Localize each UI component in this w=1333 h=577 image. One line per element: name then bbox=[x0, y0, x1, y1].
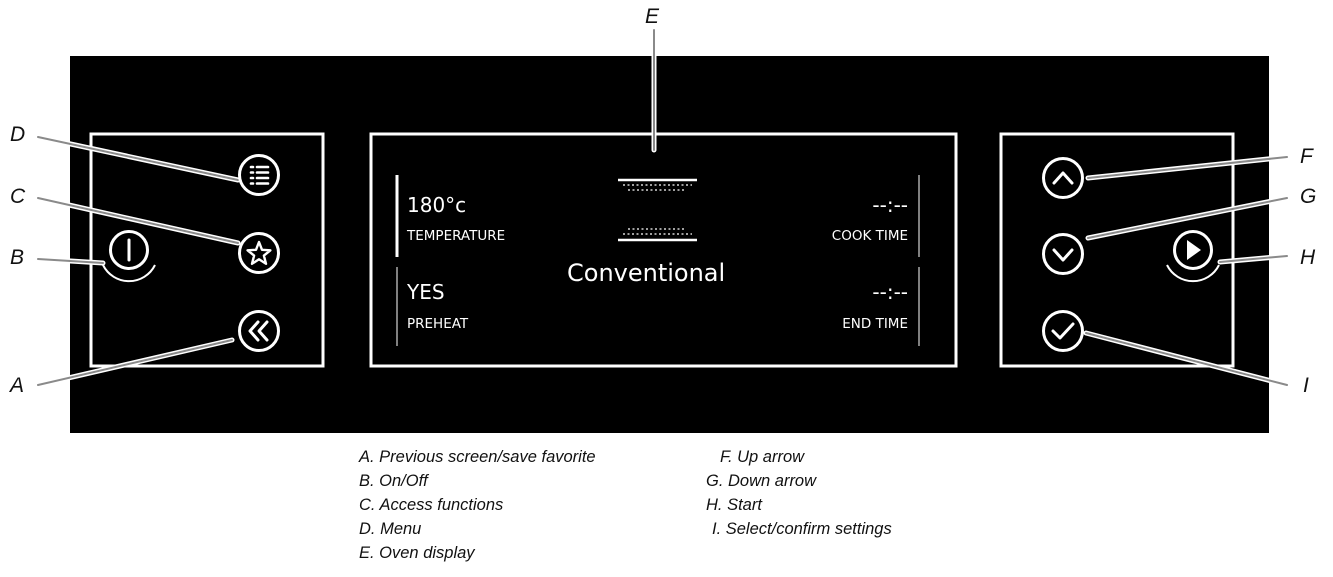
legend-item-i: I. Select/confirm settings bbox=[712, 520, 892, 538]
cooking-mode: Conventional bbox=[567, 259, 725, 287]
chevron-down-icon bbox=[1052, 248, 1074, 262]
callout-c: C bbox=[10, 185, 26, 208]
callout-a: A bbox=[8, 374, 24, 397]
play-icon bbox=[1187, 240, 1201, 260]
callout-b: B bbox=[10, 246, 24, 269]
callout-d: D bbox=[10, 123, 25, 146]
end-time-value: --:-- bbox=[872, 280, 908, 304]
legend-item-a: A. Previous screen/save favorite bbox=[358, 448, 596, 466]
checkmark-icon bbox=[1051, 322, 1075, 340]
start-arc bbox=[1166, 264, 1220, 283]
power-arc bbox=[102, 264, 156, 283]
legend-item-c: C. Access functions bbox=[359, 496, 503, 514]
legend-item-e: E. Oven display bbox=[359, 544, 476, 562]
star-icon bbox=[246, 240, 272, 265]
callout-e: E bbox=[645, 5, 660, 28]
power-button[interactable] bbox=[102, 230, 156, 283]
up-arrow-button[interactable] bbox=[1042, 157, 1084, 199]
menu-icon bbox=[249, 165, 270, 185]
leader-lines bbox=[35, 27, 1290, 388]
right-button-section bbox=[999, 132, 1235, 368]
double-chevron-left-icon bbox=[248, 320, 269, 342]
legend-item-g: G. Down arrow bbox=[706, 472, 817, 490]
confirm-button[interactable] bbox=[1042, 310, 1084, 352]
callout-h: H bbox=[1300, 246, 1316, 269]
callout-g: G bbox=[1300, 185, 1316, 208]
cook-time-label: COOK TIME bbox=[832, 228, 908, 244]
upper-element-icon bbox=[618, 178, 697, 191]
end-time-label: END TIME bbox=[842, 316, 908, 332]
cook-time-value: --:-- bbox=[872, 193, 908, 217]
lower-element-icon bbox=[618, 228, 697, 242]
callout-i: I bbox=[1303, 374, 1309, 397]
legend-item-b: B. On/Off bbox=[359, 472, 430, 490]
preheat-label: PREHEAT bbox=[407, 316, 469, 332]
favorite-button[interactable] bbox=[238, 232, 280, 274]
down-arrow-button[interactable] bbox=[1042, 233, 1084, 275]
legend: A. Previous screen/save favorite B. On/O… bbox=[358, 448, 892, 562]
legend-item-h: H. Start bbox=[706, 496, 763, 514]
callout-f: F bbox=[1300, 145, 1314, 168]
chevron-up-icon bbox=[1052, 171, 1074, 185]
display-content: 180°c TEMPERATURE YES PREHEAT Convention… bbox=[395, 175, 920, 346]
preheat-value: YES bbox=[406, 280, 445, 304]
oven-display bbox=[369, 132, 958, 368]
legend-item-f: F. Up arrow bbox=[720, 448, 805, 466]
start-button[interactable] bbox=[1166, 230, 1220, 283]
temperature-value: 180°c bbox=[407, 193, 466, 217]
legend-item-d: D. Menu bbox=[359, 520, 421, 538]
back-button[interactable] bbox=[238, 310, 280, 352]
left-button-section bbox=[89, 132, 325, 368]
menu-button[interactable] bbox=[238, 154, 280, 196]
temperature-label: TEMPERATURE bbox=[406, 228, 505, 244]
